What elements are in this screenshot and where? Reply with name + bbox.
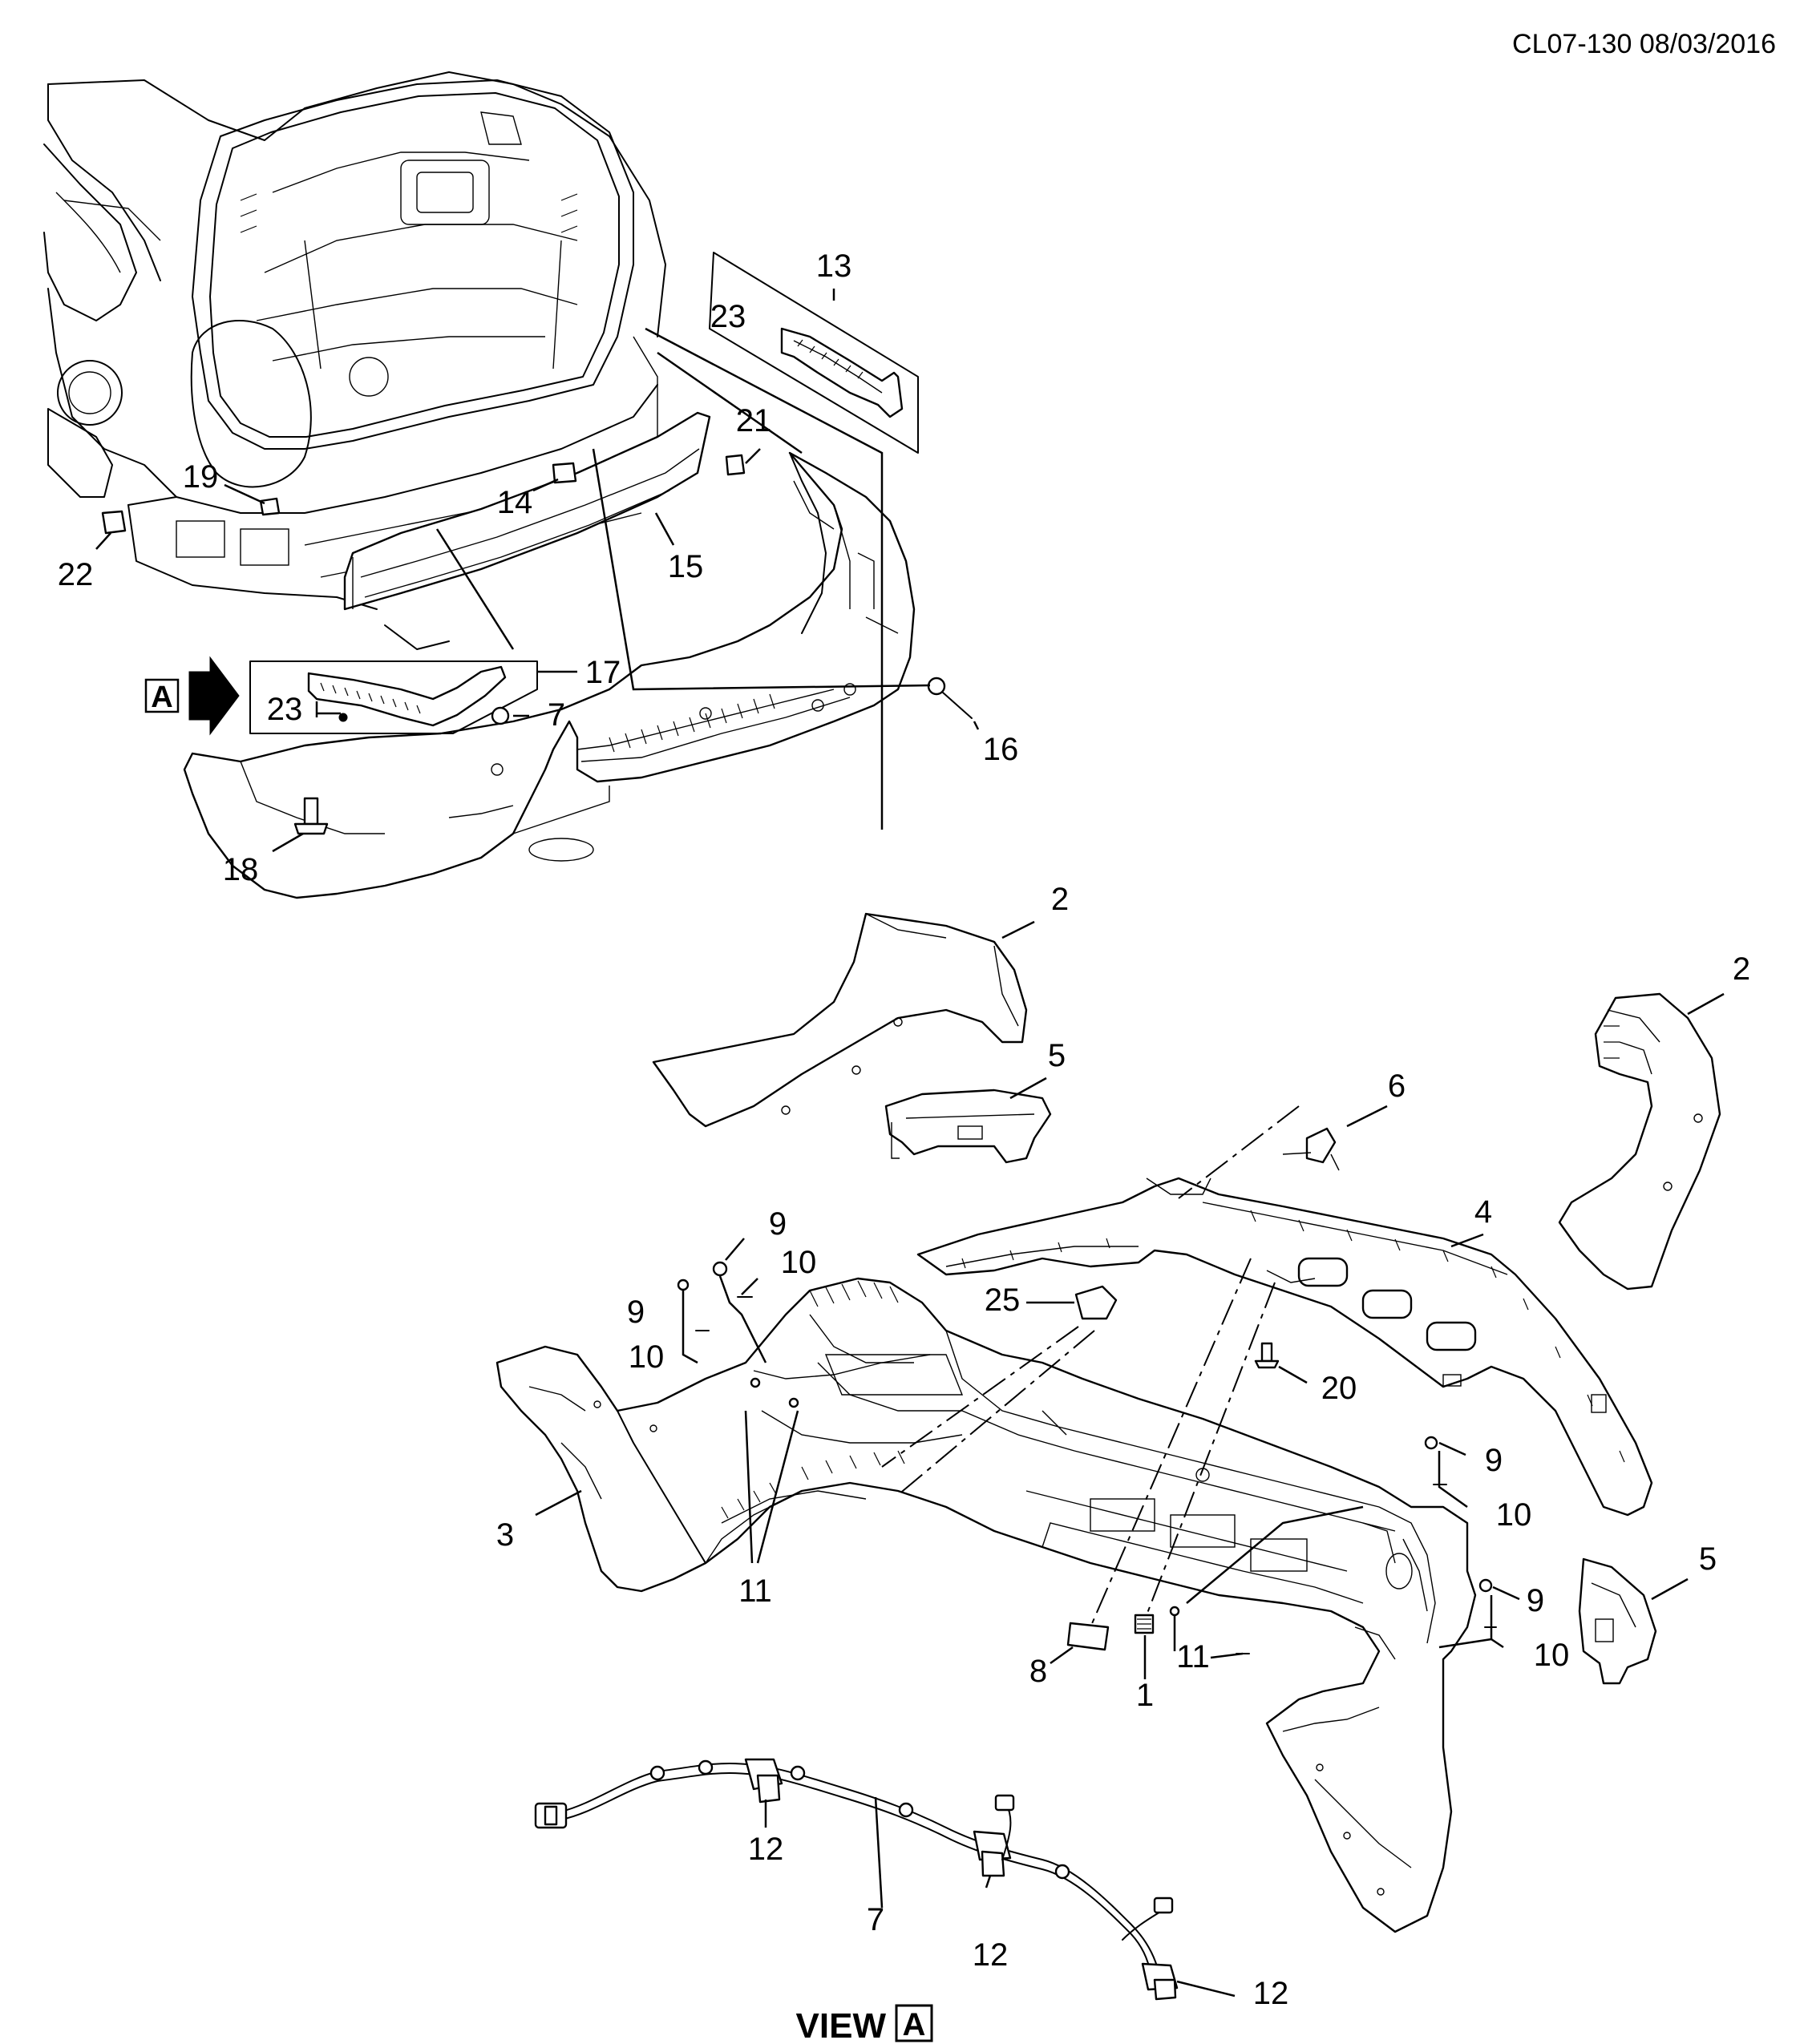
doc-reference: CL07-130 08/03/2016 (1512, 29, 1776, 59)
callout-5-right: 5 (1699, 1541, 1717, 1577)
callout-10-d: 10 (1534, 1638, 1570, 1673)
part-2-fascia-extension-right (1558, 992, 1721, 1291)
callout-9-a: 9 (769, 1206, 787, 1242)
leader-lines (95, 289, 1725, 1998)
part-6-bracket (1282, 1127, 1340, 1171)
fastener-7-upper (491, 706, 510, 725)
fastener-18 (293, 797, 329, 835)
upper-bumper-assembly (183, 451, 916, 899)
callout-12-a: 12 (748, 1832, 784, 1867)
view-a-marker-letter: A (151, 681, 172, 714)
callout-11-right: 11 (1176, 1639, 1210, 1674)
part-3-main-fascia (495, 1277, 1477, 1933)
part-15-impact-bar (343, 411, 711, 650)
fastener-21 (725, 454, 746, 476)
callout-20: 20 (1321, 1371, 1357, 1406)
callout-17: 17 (585, 655, 621, 690)
callout-19: 19 (183, 459, 219, 495)
callout-14: 14 (497, 485, 533, 520)
view-a-caption: VIEW A (796, 2004, 933, 2044)
part-8-reflector (1066, 1622, 1110, 1651)
callout-21: 21 (736, 403, 772, 438)
callout-25: 25 (985, 1283, 1021, 1318)
part-20-screw (1254, 1342, 1280, 1369)
part-1-sensor-clip (1134, 1614, 1155, 1634)
part-2-fascia-extension-left (652, 912, 1028, 1128)
callout-12-b: 12 (973, 1937, 1009, 1973)
callout-22: 22 (58, 557, 94, 592)
view-a-marker: A (144, 656, 240, 736)
fastener-22 (101, 510, 127, 535)
callout-23-lower: 23 (267, 692, 303, 727)
callout-4: 4 (1474, 1194, 1492, 1230)
callout-10-b: 10 (629, 1339, 665, 1375)
callout-7-harness: 7 (867, 1902, 884, 1937)
view-caption-word: VIEW (796, 2006, 887, 2044)
callout-9-c: 9 (1485, 1443, 1503, 1478)
callout-23-upper: 23 (710, 299, 746, 334)
callout-13: 13 (816, 248, 852, 284)
callout-2-right: 2 (1733, 951, 1750, 987)
part-13-bracket-box (709, 252, 919, 454)
callout-8: 8 (1029, 1654, 1047, 1689)
part-7-wiring-harness (534, 1758, 1179, 2001)
callout-15: 15 (668, 549, 704, 584)
view-caption-letter: A (903, 2007, 926, 2042)
part-4-valance (916, 1177, 1653, 1517)
callout-18: 18 (223, 852, 259, 887)
callout-12-c: 12 (1253, 1976, 1289, 2011)
callout-10-a: 10 (781, 1245, 817, 1280)
callout-7-upper: 7 (548, 697, 565, 733)
callout-numbers: 13 23 21 19 14 22 15 17 23 7 16 18 2 2 5… (58, 248, 1750, 2011)
fastener-14 (552, 462, 577, 484)
fastener-19 (259, 497, 281, 516)
phantom-lines (881, 1105, 1300, 1628)
callout-3: 3 (496, 1517, 514, 1553)
vehicle-rear-body (43, 71, 666, 610)
callout-1: 1 (1136, 1678, 1154, 1713)
part-25-bracket (1074, 1285, 1118, 1320)
callout-2-left: 2 (1051, 882, 1069, 917)
callout-9-b: 9 (627, 1295, 645, 1330)
part-5-bracket-left (884, 1089, 1052, 1164)
callout-10-c: 10 (1496, 1497, 1532, 1533)
callout-11-left: 11 (738, 1573, 772, 1609)
callout-5-left: 5 (1048, 1038, 1066, 1073)
part-5-bracket-right (1578, 1557, 1657, 1685)
callout-16: 16 (983, 732, 1019, 767)
fastener-16 (927, 677, 973, 719)
callout-9-d: 9 (1527, 1583, 1544, 1618)
callout-6: 6 (1388, 1068, 1406, 1104)
